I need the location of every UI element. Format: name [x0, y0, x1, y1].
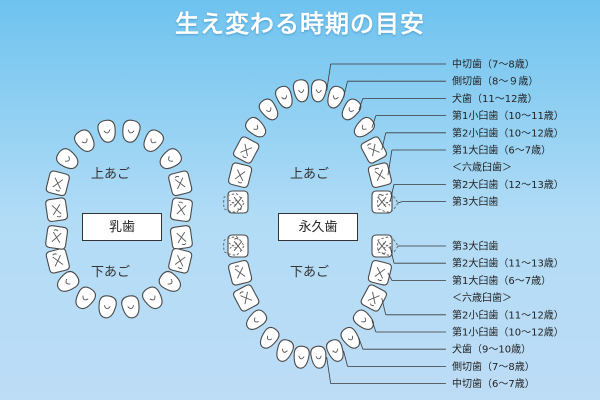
permanent-upper-leader-4	[371, 115, 377, 128]
permanent-lower-label-8: 側切歯（7〜8歳）	[452, 360, 535, 373]
permanent-upper-leader-9	[397, 201, 403, 204]
permanent-upper-label-9: 第3大臼歯	[452, 195, 498, 208]
permanent-lower-leader-3	[387, 272, 393, 281]
permanent-lower-tooth-8	[293, 345, 310, 369]
permanent-upper-tooth-5	[258, 98, 279, 121]
permanent-upper-tooth-13	[367, 162, 392, 188]
primary-lower-tooth-4	[141, 286, 163, 310]
permanent-upper-jaw-label: 上あご	[290, 166, 329, 182]
permanent-lower-label-3: 第1大臼歯（6〜7歳）	[452, 274, 551, 287]
permanent-upper-leader-2	[343, 81, 348, 98]
permanent-upper-tooth-10	[341, 98, 362, 121]
permanent-upper-tooth-7	[292, 79, 310, 103]
permanent-lower-leader-2	[389, 245, 395, 264]
permanent-upper-tooth-12	[360, 136, 387, 164]
permanent-lower-tooth-5	[340, 326, 361, 349]
permanent-upper-label-1: 中切歯（7〜8歳）	[452, 58, 535, 71]
permanent-lower-label-9: 中切歯（6〜7歳）	[452, 377, 535, 390]
permanent-upper-label-6: 第1大臼歯（6〜7歳）	[452, 144, 551, 157]
primary-upper-tooth-4	[73, 129, 95, 152]
permanent-lower-tooth-1	[371, 234, 393, 258]
permanent-upper-label-7: ＜六歳臼歯＞	[452, 161, 512, 174]
primary-upper-tooth-1	[45, 197, 69, 222]
permanent-upper-leader-3	[358, 98, 364, 110]
tooth-labels: 中切歯（7〜8歳） 側切歯（8〜９歳） 犬歯（11〜12歳） 第1小臼歯（10〜11歳…	[452, 58, 564, 391]
permanent-upper-tooth-9	[327, 85, 346, 109]
permanent-upper-leader-8	[389, 184, 395, 203]
permanent-lower-leader-6	[371, 320, 377, 333]
permanent-lower-label-4: ＜六歳臼歯＞	[452, 291, 512, 304]
permanent-upper-tooth-4	[245, 116, 267, 138]
permanent-lower-tooth-7	[310, 345, 327, 369]
permanent-lower-label-5: 第2小臼歯（11〜12歳）	[452, 308, 564, 321]
permanent-lower-label-1: 第3大臼歯	[452, 240, 498, 253]
permanent-lower-tooth-9	[276, 339, 295, 362]
primary-lower-tooth-2	[168, 248, 193, 274]
permanent-lower-tooth-10	[259, 326, 280, 349]
permanent-lower-left-third-molar	[222, 235, 245, 257]
permanent-lower-leader-7	[358, 338, 364, 350]
permanent-lower-jaw-label: 下あご	[290, 264, 329, 280]
primary-lower-tooth-8	[56, 270, 80, 292]
permanent-lower-label-2: 第2大臼歯（11〜13歳）	[452, 257, 564, 270]
primary-lower-tooth-10	[45, 225, 69, 250]
permanent-lower-tooth-4	[352, 309, 374, 330]
permanent-upper-tooth-11	[353, 116, 375, 138]
leader-lines	[326, 63, 446, 385]
permanent-lower-leader-8	[343, 350, 348, 367]
permanent-upper-tooth-2	[228, 162, 253, 188]
permanent-upper-left-third-molar	[222, 192, 245, 214]
page-title: 生え変わる時期の目安	[175, 10, 425, 38]
permanent-lower-tooth-14	[227, 234, 249, 258]
permanent-upper-leader-1	[326, 63, 332, 91]
permanent-upper-tooth-8	[310, 79, 328, 103]
primary-lower-tooth-7	[75, 286, 97, 310]
permanent-upper-label-8: 第2大臼歯（12〜13歳）	[452, 178, 564, 191]
permanent-teeth-box: 永久歯	[278, 213, 358, 241]
primary-lower-tooth-1	[169, 225, 193, 250]
permanent-lower-tooth-12	[233, 284, 260, 312]
primary-upper-tooth-3	[56, 148, 79, 170]
permanent-upper-leader-6	[387, 149, 393, 176]
primary-upper-tooth-9	[168, 170, 193, 197]
permanent-upper-tooth-14	[371, 190, 393, 214]
permanent-lower-label-7: 犬歯（9〜10歳）	[452, 343, 531, 356]
permanent-lower-tooth-3	[360, 284, 387, 312]
primary-lower-jaw-label: 下あご	[91, 264, 130, 280]
permanent-lower-label-6: 第1小臼歯（10〜12歳）	[452, 326, 564, 339]
primary-upper-jaw-label: 上あご	[91, 166, 130, 182]
permanent-lower-leader-9	[326, 357, 332, 384]
teeth-layer	[45, 79, 399, 369]
permanent-lower-leader-5	[381, 297, 387, 315]
primary-upper-tooth-7	[143, 129, 165, 152]
primary-lower-tooth-9	[45, 248, 70, 274]
primary-lower-tooth-3	[158, 270, 182, 292]
permanent-lower-tooth-2	[367, 260, 392, 286]
primary-upper-tooth-5	[97, 119, 116, 143]
primary-teeth-box: 乳歯	[82, 213, 162, 241]
permanent-upper-label-3: 犬歯（11〜12歳）	[452, 92, 537, 105]
primary-upper-tooth-6	[122, 119, 141, 143]
permanent-lower-tooth-6	[325, 339, 344, 362]
permanent-upper-leader-5	[381, 132, 387, 151]
primary-lower-tooth-6	[98, 295, 117, 319]
permanent-upper-tooth-3	[233, 136, 260, 164]
primary-upper-tooth-2	[45, 170, 70, 197]
permanent-upper-label-4: 第1小臼歯（10〜11歳）	[452, 109, 564, 122]
permanent-lower-tooth-13	[228, 260, 253, 286]
permanent-lower-tooth-11	[246, 309, 268, 330]
permanent-upper-label-5: 第2小臼歯（10〜12歳）	[452, 126, 564, 139]
primary-upper-tooth-8	[159, 148, 182, 170]
permanent-upper-tooth-6	[274, 85, 293, 109]
permanent-upper-label-2: 側切歯（8〜９歳）	[452, 75, 538, 88]
permanent-upper-tooth-1	[227, 190, 249, 214]
primary-lower-tooth-5	[121, 295, 140, 319]
primary-upper-tooth-10	[169, 197, 193, 222]
